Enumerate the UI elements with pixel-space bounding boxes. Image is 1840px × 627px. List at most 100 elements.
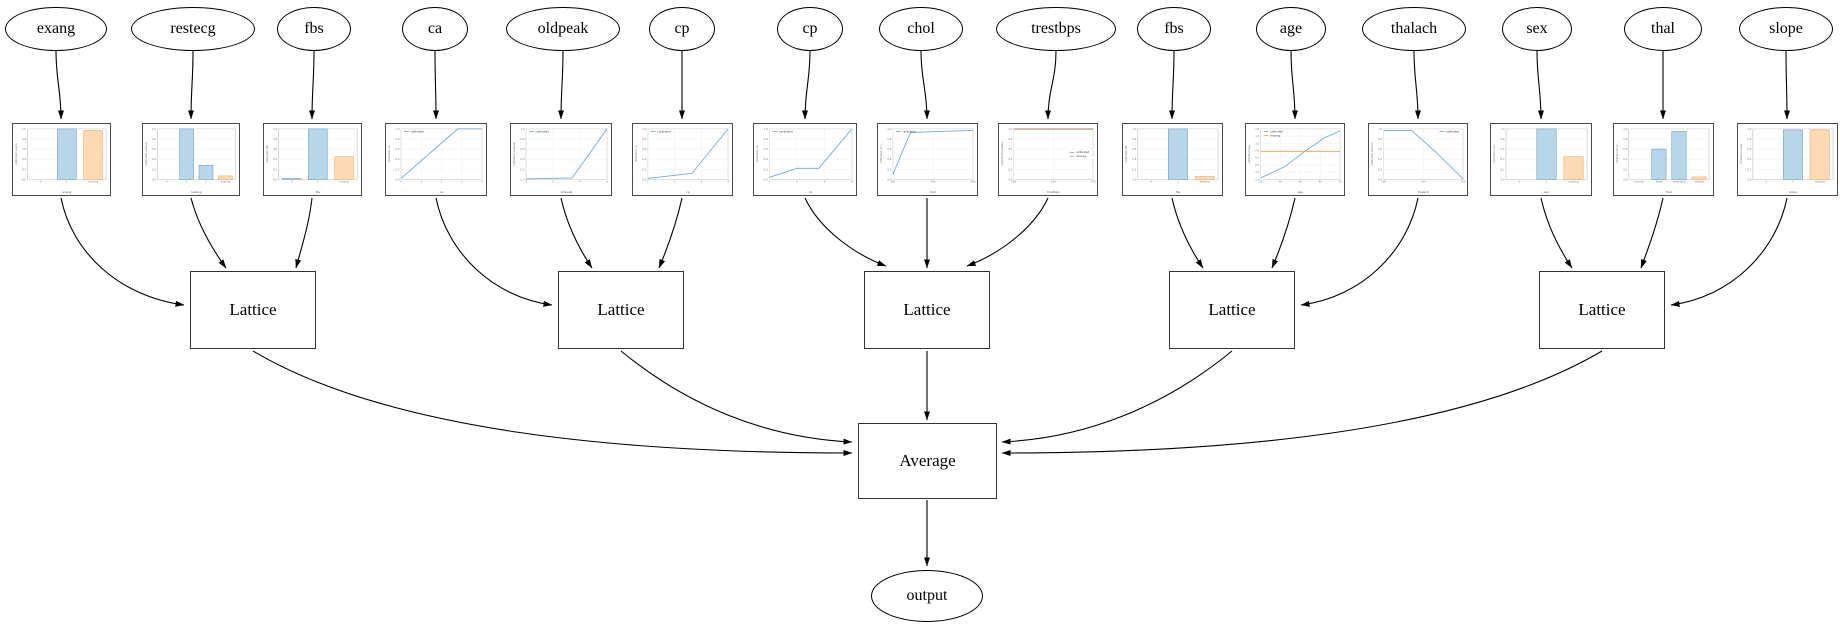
svg-text:calibrated: calibrated bbox=[657, 129, 671, 133]
svg-text:fixed: fixed bbox=[1656, 180, 1663, 184]
svg-text:slope: slope bbox=[1789, 190, 1797, 194]
svg-text:0.0: 0.0 bbox=[642, 177, 646, 181]
svg-text:0.4: 0.4 bbox=[764, 157, 769, 161]
edge bbox=[1001, 350, 1233, 445]
svg-text:0.6: 0.6 bbox=[22, 147, 26, 151]
edge bbox=[1300, 197, 1419, 307]
svg-text:0.4: 0.4 bbox=[1378, 157, 1382, 161]
svg-text:100: 100 bbox=[1381, 180, 1386, 184]
svg-text:4: 4 bbox=[727, 180, 729, 184]
svg-text:0.5: 0.5 bbox=[1255, 149, 1259, 153]
svg-text:0.4: 0.4 bbox=[1747, 157, 1751, 161]
svg-text:0.4: 0.4 bbox=[152, 157, 156, 161]
svg-text:100: 100 bbox=[1011, 180, 1016, 184]
svg-text:0.2: 0.2 bbox=[887, 167, 891, 171]
svg-text:0.2: 0.2 bbox=[764, 167, 769, 171]
svg-text:calibrated: calibrated bbox=[902, 129, 916, 133]
svg-text:calibrated age: calibrated age bbox=[1247, 144, 1251, 163]
svg-text:0.0: 0.0 bbox=[764, 177, 769, 181]
svg-text:0.2: 0.2 bbox=[642, 167, 646, 171]
edge bbox=[295, 197, 313, 269]
svg-text:missing: missing bbox=[1270, 133, 1280, 137]
feature-node-fbs: fbs bbox=[277, 7, 351, 51]
svg-text:0.2: 0.2 bbox=[1008, 167, 1012, 171]
svg-text:thalach: thalach bbox=[1418, 190, 1429, 194]
svg-text:150: 150 bbox=[1051, 180, 1056, 184]
svg-text:missing: missing bbox=[339, 180, 349, 184]
svg-text:1.0: 1.0 bbox=[273, 127, 277, 131]
svg-text:calibrated: calibrated bbox=[1270, 129, 1284, 133]
svg-text:0: 0 bbox=[1519, 180, 1521, 184]
feature-node-thalach: thalach bbox=[1362, 7, 1466, 51]
feature-node-trestbps: trestbps bbox=[996, 7, 1116, 51]
svg-text:0.6: 0.6 bbox=[1500, 147, 1504, 151]
svg-text:calibrated trestbps: calibrated trestbps bbox=[1000, 141, 1004, 166]
svg-text:sex: sex bbox=[1544, 190, 1549, 194]
svg-text:calibrated: calibrated bbox=[1446, 129, 1460, 133]
svg-text:exang: exang bbox=[62, 190, 71, 194]
svg-text:0.4: 0.4 bbox=[642, 157, 646, 161]
svg-text:0.6: 0.6 bbox=[1008, 147, 1012, 151]
svg-text:0.4: 0.4 bbox=[1623, 157, 1627, 161]
svg-text:0.8: 0.8 bbox=[642, 137, 646, 141]
svg-text:1.0: 1.0 bbox=[1255, 141, 1259, 145]
feature-node-oldpeak: oldpeak bbox=[506, 7, 620, 51]
svg-text:0.0: 0.0 bbox=[1008, 177, 1012, 181]
svg-text:0.8: 0.8 bbox=[1747, 137, 1751, 141]
svg-text:ca: ca bbox=[440, 190, 444, 194]
svg-text:calibrated cp: calibrated cp bbox=[634, 145, 638, 162]
svg-text:missing: missing bbox=[1815, 180, 1825, 184]
edge bbox=[1001, 350, 1603, 456]
svg-text:0.2: 0.2 bbox=[1747, 167, 1751, 171]
feature-node-thal: thal bbox=[1624, 7, 1702, 51]
svg-text:missing: missing bbox=[1694, 180, 1704, 184]
svg-text:missing: missing bbox=[1200, 180, 1210, 184]
svg-text:0: 0 bbox=[400, 180, 402, 184]
edge bbox=[804, 197, 887, 267]
svg-text:1.0: 1.0 bbox=[887, 127, 891, 131]
svg-text:0.2: 0.2 bbox=[1132, 167, 1136, 171]
svg-text:2: 2 bbox=[796, 180, 798, 184]
svg-text:0.8: 0.8 bbox=[1132, 137, 1136, 141]
svg-text:4: 4 bbox=[579, 180, 581, 184]
svg-text:60: 60 bbox=[1319, 180, 1323, 184]
svg-text:0.8: 0.8 bbox=[887, 137, 891, 141]
svg-text:0.8: 0.8 bbox=[395, 137, 399, 141]
svg-text:1: 1 bbox=[1546, 180, 1548, 184]
average-node: Average bbox=[858, 423, 997, 499]
svg-text:trestbps: trestbps bbox=[1047, 190, 1059, 194]
svg-text:calibrated cp: calibrated cp bbox=[755, 145, 759, 162]
feature-node-cp: cp bbox=[649, 7, 715, 51]
svg-text:0.2: 0.2 bbox=[152, 167, 156, 171]
svg-text:calibrated fbs: calibrated fbs bbox=[1124, 145, 1128, 163]
svg-text:200: 200 bbox=[1461, 180, 1466, 184]
svg-text:0.6: 0.6 bbox=[1378, 147, 1382, 151]
svg-text:3: 3 bbox=[461, 180, 463, 184]
edge bbox=[1413, 50, 1421, 120]
edge bbox=[966, 197, 1049, 267]
svg-text:0.4: 0.4 bbox=[1132, 157, 1136, 161]
svg-text:0.8: 0.8 bbox=[1623, 137, 1627, 141]
svg-text:1.0: 1.0 bbox=[1500, 127, 1504, 131]
svg-text:calibrated ca: calibrated ca bbox=[387, 145, 391, 162]
svg-text:missing: missing bbox=[1076, 154, 1086, 158]
svg-text:calibrated: calibrated bbox=[1076, 150, 1090, 154]
svg-text:calibrated chol: calibrated chol bbox=[879, 144, 883, 164]
svg-text:missing: missing bbox=[1569, 180, 1579, 184]
svg-text:0.4: 0.4 bbox=[22, 157, 26, 161]
svg-text:1.5: 1.5 bbox=[1255, 134, 1259, 138]
lattice-node-2: Lattice bbox=[558, 271, 684, 349]
edge bbox=[920, 50, 930, 120]
svg-text:0.6: 0.6 bbox=[1747, 147, 1751, 151]
feature-node-sex: sex bbox=[1502, 7, 1572, 51]
svg-text:calibrated restecg: calibrated restecg bbox=[144, 142, 148, 166]
lattice-node-4: Lattice bbox=[1169, 271, 1295, 349]
